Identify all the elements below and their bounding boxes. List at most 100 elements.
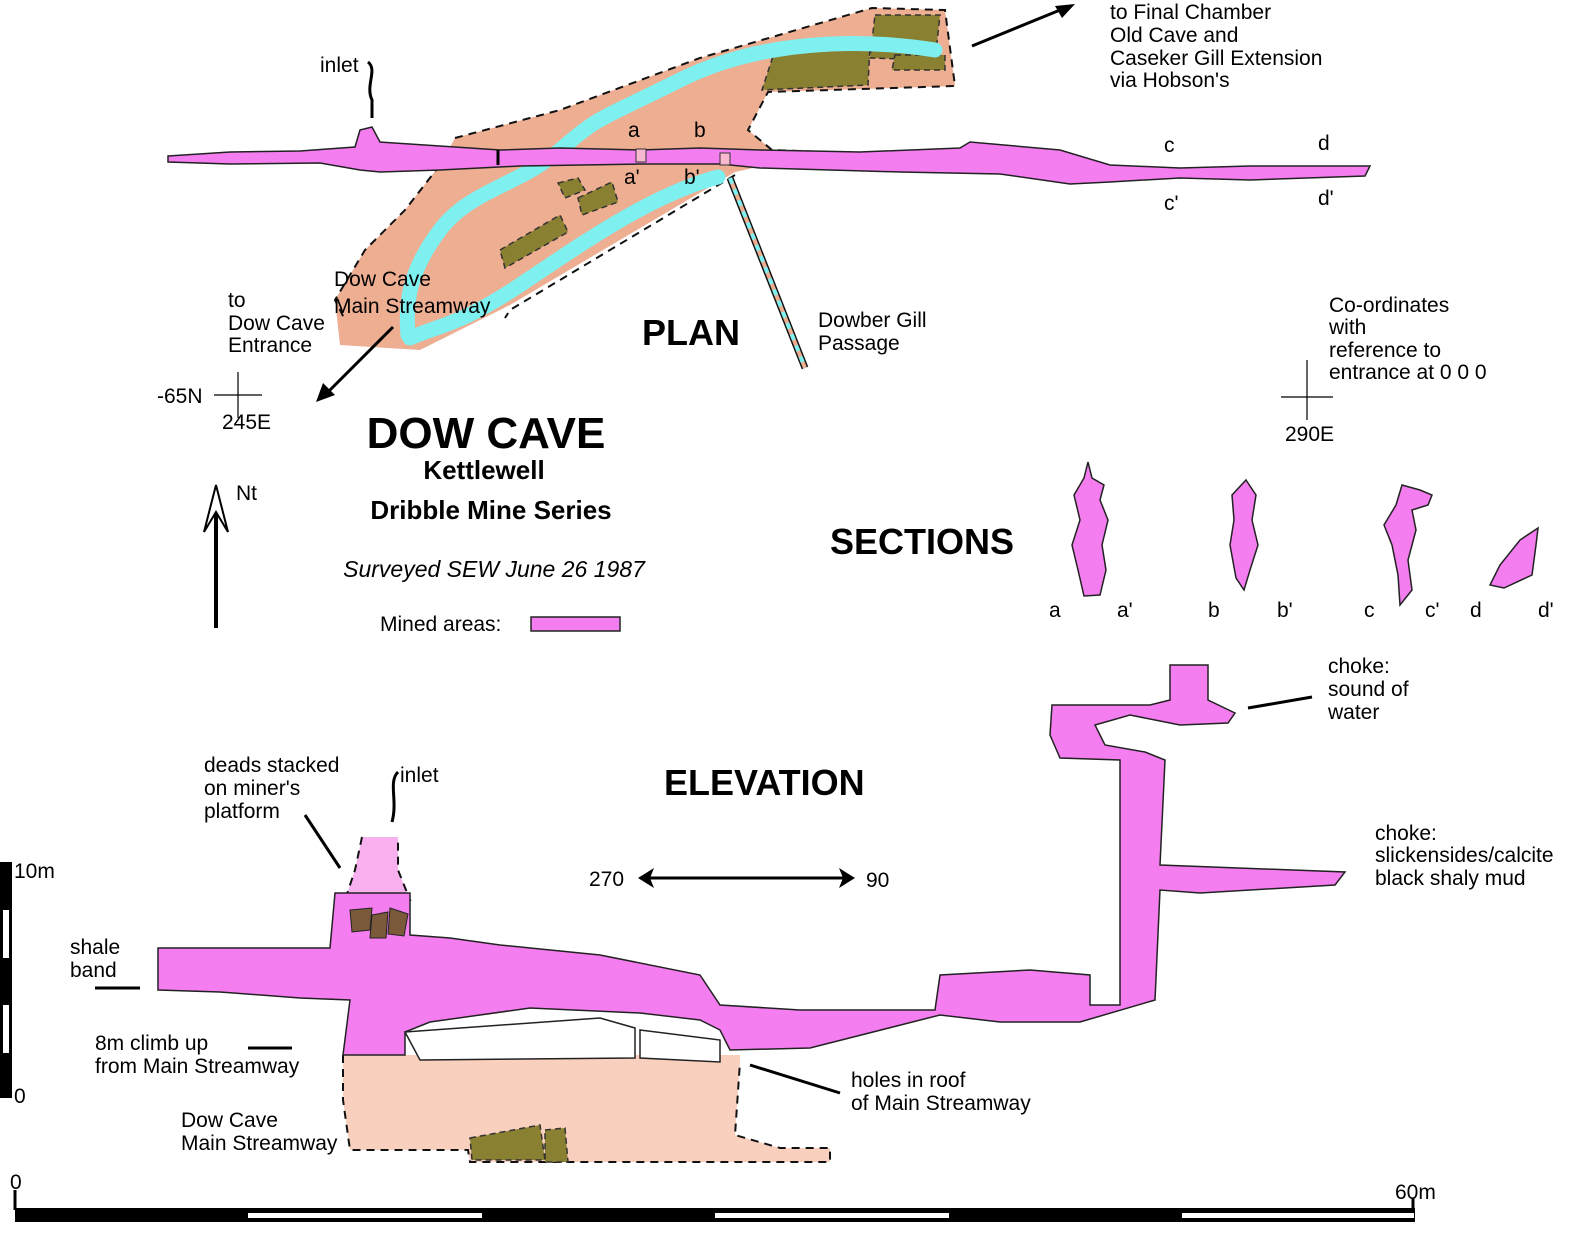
shale-label: shale bbox=[70, 936, 120, 959]
coordinates-note: Co-ordinates with reference to entrance … bbox=[1328, 294, 1487, 384]
label-text: with bbox=[1328, 316, 1366, 339]
survey-shape bbox=[839, 868, 855, 888]
survey-shape bbox=[638, 868, 654, 888]
streamway-area bbox=[343, 1055, 830, 1162]
elevation-passage bbox=[157, 664, 1347, 1056]
arrowhead bbox=[1055, 4, 1075, 18]
platform-wall bbox=[343, 836, 412, 901]
plan-view: inlet a b a' b' c d c' d' to Final Chamb… bbox=[157, 1, 1487, 628]
label-text: c' bbox=[1425, 599, 1440, 622]
label-text: to Final Chamber bbox=[1110, 1, 1271, 24]
label-text: Old Cave and bbox=[1110, 24, 1238, 47]
stream bbox=[399, 36, 943, 343]
mined-passage bbox=[167, 126, 1372, 185]
horizontal-scale-bar: 0 60m bbox=[10, 1171, 1436, 1222]
legend-label: Mined areas: bbox=[380, 613, 501, 636]
label-text: slickensides/calcite bbox=[1375, 844, 1554, 867]
cave-wall-dashed bbox=[333, 164, 441, 321]
survey-shape bbox=[544, 1127, 569, 1163]
cave-wall-dashed bbox=[454, 6, 957, 153]
to-final-label: to Final Chamber Old Cave and Caseker Gi… bbox=[1110, 1, 1322, 92]
mark-b: b bbox=[694, 119, 706, 142]
survey-shape bbox=[499, 213, 569, 270]
label-text: black shaly mud bbox=[1375, 867, 1526, 890]
label-text: Dowber Gill bbox=[818, 309, 927, 332]
grid-e-label-right: 290E bbox=[1285, 423, 1334, 446]
direction-90: 90 bbox=[866, 869, 889, 892]
label-text: Dow Cave bbox=[334, 268, 431, 291]
passage-gap bbox=[639, 1029, 721, 1063]
mark-c-prime: c' bbox=[1164, 192, 1179, 215]
label-text: b' bbox=[1277, 599, 1293, 622]
section-marker-a bbox=[635, 148, 647, 163]
elevation-heading: ELEVATION bbox=[664, 762, 865, 803]
north-arrow-icon bbox=[203, 484, 229, 628]
vertical-scale-bar: 10m 0 bbox=[0, 860, 55, 1108]
survey-shape bbox=[556, 177, 587, 199]
label-text: 10m bbox=[14, 860, 55, 883]
inlet-arrow bbox=[390, 770, 400, 823]
section-a bbox=[1071, 461, 1109, 597]
deads-blocks bbox=[349, 907, 569, 1163]
survey-shape bbox=[1182, 1213, 1414, 1218]
sections-heading: SECTIONS bbox=[830, 521, 1014, 562]
title: DOW CAVE bbox=[367, 409, 606, 458]
label-text: platform bbox=[204, 800, 280, 823]
label-text: on miner's bbox=[204, 777, 300, 800]
mark-a-prime: a' bbox=[624, 166, 640, 189]
label-text: via Hobson's bbox=[1110, 69, 1230, 92]
survey-shape bbox=[0, 862, 12, 1098]
label-text: from Main Streamway bbox=[95, 1055, 300, 1078]
survey-shape bbox=[577, 180, 619, 216]
north-label: Nt bbox=[236, 482, 257, 505]
survey-shape bbox=[203, 484, 229, 533]
platform-upper bbox=[345, 837, 410, 900]
label-text: to bbox=[228, 289, 246, 312]
holes-arrow bbox=[749, 1063, 841, 1095]
mark-a: a bbox=[628, 119, 640, 142]
label-text: of Main Streamway bbox=[851, 1092, 1031, 1115]
to-entrance-arrow bbox=[323, 325, 395, 397]
label-text: b bbox=[1208, 599, 1220, 622]
label-text: sound of bbox=[1328, 678, 1409, 701]
grid-n-label: -65N bbox=[157, 385, 203, 408]
deads-blocks bbox=[499, 14, 946, 270]
deads-label: deads stacked bbox=[204, 754, 339, 777]
label-text: Main Streamway bbox=[334, 295, 491, 318]
label-text: a' bbox=[1117, 599, 1133, 622]
stream bbox=[402, 169, 726, 346]
label-text: 0 bbox=[10, 1171, 22, 1194]
dowber-gill-stream bbox=[728, 177, 807, 369]
section-c bbox=[1383, 484, 1433, 607]
choke1-arrow bbox=[1247, 695, 1313, 710]
label-text: Caseker Gill Extension bbox=[1110, 47, 1322, 70]
climb-label: 8m climb up bbox=[95, 1032, 208, 1055]
direction-arrow-icon bbox=[638, 868, 855, 888]
label-text: d' bbox=[1538, 599, 1554, 622]
survey-shape bbox=[891, 54, 946, 71]
surveyed-note: Surveyed SEW June 26 1987 bbox=[343, 556, 646, 582]
choke2-label: choke: bbox=[1375, 822, 1437, 845]
label-text: band bbox=[70, 959, 117, 982]
label-text: 60m bbox=[1395, 1181, 1436, 1204]
section-d bbox=[1488, 526, 1539, 589]
grid-e-label: 245E bbox=[222, 411, 271, 434]
mark-d-prime: d' bbox=[1318, 187, 1334, 210]
label-text: c bbox=[1364, 599, 1375, 622]
survey-shape bbox=[715, 1213, 949, 1218]
location: Kettlewell bbox=[423, 455, 544, 485]
main-streamway-label: Dow Cave Main Streamway bbox=[334, 268, 491, 318]
label-text: Dow Cave bbox=[228, 312, 325, 335]
series: Dribble Mine Series bbox=[370, 495, 611, 525]
direction-270: 270 bbox=[589, 868, 624, 891]
to-entrance-label: to Dow Cave Entrance bbox=[228, 289, 325, 357]
survey-shape bbox=[3, 1005, 9, 1053]
label-text: Entrance bbox=[228, 334, 312, 357]
survey-shape bbox=[387, 907, 409, 937]
label-text: reference to bbox=[1329, 339, 1441, 362]
survey-shape bbox=[469, 1124, 546, 1161]
grid-cross-left bbox=[214, 372, 262, 418]
natural-cave-area bbox=[335, 8, 955, 350]
passage-gap bbox=[403, 1017, 636, 1061]
